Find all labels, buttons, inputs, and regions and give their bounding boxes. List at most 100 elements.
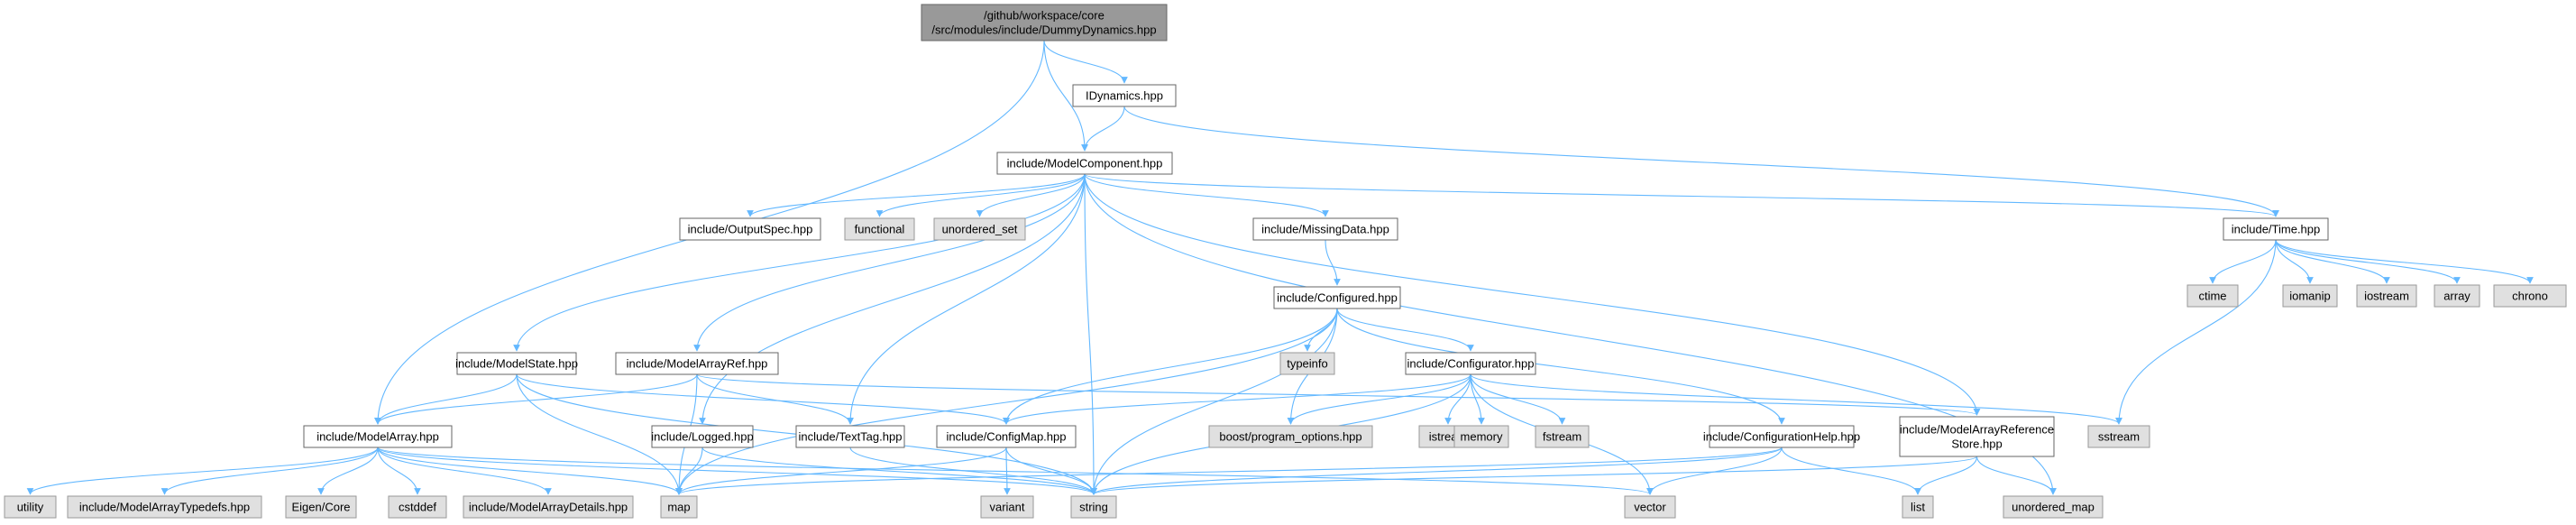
node-label-vector: vector xyxy=(1634,501,1666,514)
node-iostream: iostream xyxy=(2356,284,2417,308)
edge-cfghelp-to-list xyxy=(1781,447,1921,495)
edge-mcomp-to-functional xyxy=(875,173,1086,217)
edge-mcomp-to-time xyxy=(1084,173,2279,217)
node-box-mstate xyxy=(456,352,577,375)
node-configurator[interactable]: include/Configurator.hpp xyxy=(1405,352,1536,375)
node-box-logged xyxy=(651,425,754,448)
node-box-list xyxy=(1902,495,1934,519)
edge-missing-to-configured xyxy=(1325,239,1341,286)
node-sstream: sstream xyxy=(2087,425,2150,448)
edge-marray-to-map xyxy=(377,447,683,495)
node-missing[interactable]: include/MissingData.hpp xyxy=(1252,217,1398,241)
node-label-outspec: include/OutputSpec.hpp xyxy=(688,223,813,236)
node-label-map: map xyxy=(667,501,690,514)
node-label-madetails: include/ModelArrayDetails.hpp xyxy=(469,501,628,514)
node-vector: vector xyxy=(1624,495,1676,519)
node-label-mcomp: include/ModelComponent.hpp xyxy=(1007,157,1163,170)
edge-configurator-to-sstream xyxy=(1470,373,2122,425)
edge-time-to-ctime xyxy=(2209,239,2277,284)
edge-idyn-to-time xyxy=(1123,106,2279,217)
node-box-mcomp xyxy=(996,152,1173,175)
edge-configured-to-cfghelp xyxy=(1336,308,1785,425)
node-box-string xyxy=(1070,495,1117,519)
node-box-chrono xyxy=(2493,284,2567,308)
node-box-configmap xyxy=(936,425,1077,448)
node-box-configured xyxy=(1273,286,1401,309)
node-label-list: list xyxy=(1911,501,1925,514)
node-box-fstream xyxy=(1535,425,1590,448)
node-cfghelp[interactable]: include/ConfigurationHelp.hpp xyxy=(1703,425,1860,448)
edge-mcomp-to-mstate xyxy=(513,173,1086,352)
node-cstddef: cstddef xyxy=(388,495,447,519)
node-box-missing xyxy=(1252,217,1398,241)
node-box-texttag xyxy=(795,425,905,448)
node-label-boostpo: boost/program_options.hpp xyxy=(1219,430,1361,444)
node-configmap[interactable]: include/ConfigMap.hpp xyxy=(936,425,1077,448)
node-label-configurator: include/Configurator.hpp xyxy=(1407,357,1535,371)
edge-time-to-sstream xyxy=(2115,239,2277,425)
node-label-texttag: include/TextTag.hpp xyxy=(799,430,903,444)
node-box-marray xyxy=(303,425,453,448)
node-box-iomanip xyxy=(2282,284,2338,308)
node-box-cfghelp xyxy=(1709,425,1855,448)
node-array: array xyxy=(2434,284,2480,308)
node-logged[interactable]: include/Logged.hpp xyxy=(651,425,754,448)
node-box-iostream xyxy=(2356,284,2417,308)
node-box-root xyxy=(921,4,1168,41)
node-mcomp[interactable]: include/ModelComponent.hpp xyxy=(996,152,1173,175)
node-root[interactable]: /github/workspace/core/src/modules/inclu… xyxy=(921,4,1168,41)
node-ctime: ctime xyxy=(2186,284,2239,308)
edge-marray-to-utility xyxy=(26,447,379,495)
node-label-array: array xyxy=(2443,290,2471,303)
node-label-iostream: iostream xyxy=(2364,290,2409,303)
node-label-logged: include/Logged.hpp xyxy=(651,430,754,444)
node-label-configured: include/Configured.hpp xyxy=(1277,291,1398,305)
node-maref[interactable]: include/ModelArrayRef.hpp xyxy=(615,352,779,375)
edge-root-to-idyn xyxy=(1043,40,1128,84)
edge-idyn-to-mcomp xyxy=(1081,106,1125,152)
edge-mcomp-to-maref xyxy=(693,173,1086,352)
edge-configured-to-map xyxy=(675,308,1338,495)
node-box-matypedefs xyxy=(67,495,262,519)
edge-configurator-to-configmap xyxy=(1003,373,1471,425)
node-configured[interactable]: include/Configured.hpp xyxy=(1273,286,1401,309)
node-label-memory: memory xyxy=(1461,430,1503,444)
node-label-cfghelp: include/ConfigurationHelp.hpp xyxy=(1703,430,1860,444)
node-umap: unordered_map xyxy=(2003,495,2104,519)
node-marray[interactable]: include/ModelArray.hpp xyxy=(303,425,453,448)
node-time[interactable]: include/Time.hpp xyxy=(2223,217,2329,241)
node-map: map xyxy=(660,495,698,519)
edge-mars-to-string xyxy=(1090,456,1978,495)
edge-cfghelp-to-map xyxy=(675,447,1783,495)
edge-mcomp-to-uset xyxy=(976,173,1086,217)
node-label-mars: Store.hpp xyxy=(1951,438,2002,451)
node-box-eigen xyxy=(285,495,357,519)
edge-time-to-chrono xyxy=(2275,239,2534,284)
node-outspec[interactable]: include/OutputSpec.hpp xyxy=(679,217,821,241)
node-label-root: /src/modules/include/DummyDynamics.hpp xyxy=(931,23,1156,37)
node-texttag[interactable]: include/TextTag.hpp xyxy=(795,425,905,448)
edge-mcomp-to-missing xyxy=(1084,173,1329,217)
node-box-map xyxy=(660,495,698,519)
edge-logged-to-string xyxy=(701,447,1097,495)
node-box-time xyxy=(2223,217,2329,241)
node-idyn[interactable]: IDynamics.hpp xyxy=(1072,84,1177,107)
edge-mars-to-umap xyxy=(1976,456,2057,495)
node-box-typeinfo xyxy=(1279,352,1335,375)
edge-configurator-to-fstream xyxy=(1470,373,1566,425)
node-mstate[interactable]: include/ModelState.hpp xyxy=(455,352,578,375)
edge-mars-to-list xyxy=(1914,456,1978,495)
edge-cfghelp-to-string xyxy=(1090,447,1783,495)
node-memory: memory xyxy=(1453,425,1509,448)
node-chrono: chrono xyxy=(2493,284,2567,308)
node-iomanip: iomanip xyxy=(2282,284,2338,308)
edge-configured-to-configmap xyxy=(1003,308,1338,425)
node-label-variant: variant xyxy=(989,501,1024,514)
node-box-boostpo xyxy=(1208,425,1373,448)
node-label-missing: include/MissingData.hpp xyxy=(1261,223,1389,236)
node-typeinfo: typeinfo xyxy=(1279,352,1335,375)
node-box-ctime xyxy=(2186,284,2239,308)
node-fstream: fstream xyxy=(1535,425,1590,448)
edge-configmap-to-variant xyxy=(1004,447,1011,495)
